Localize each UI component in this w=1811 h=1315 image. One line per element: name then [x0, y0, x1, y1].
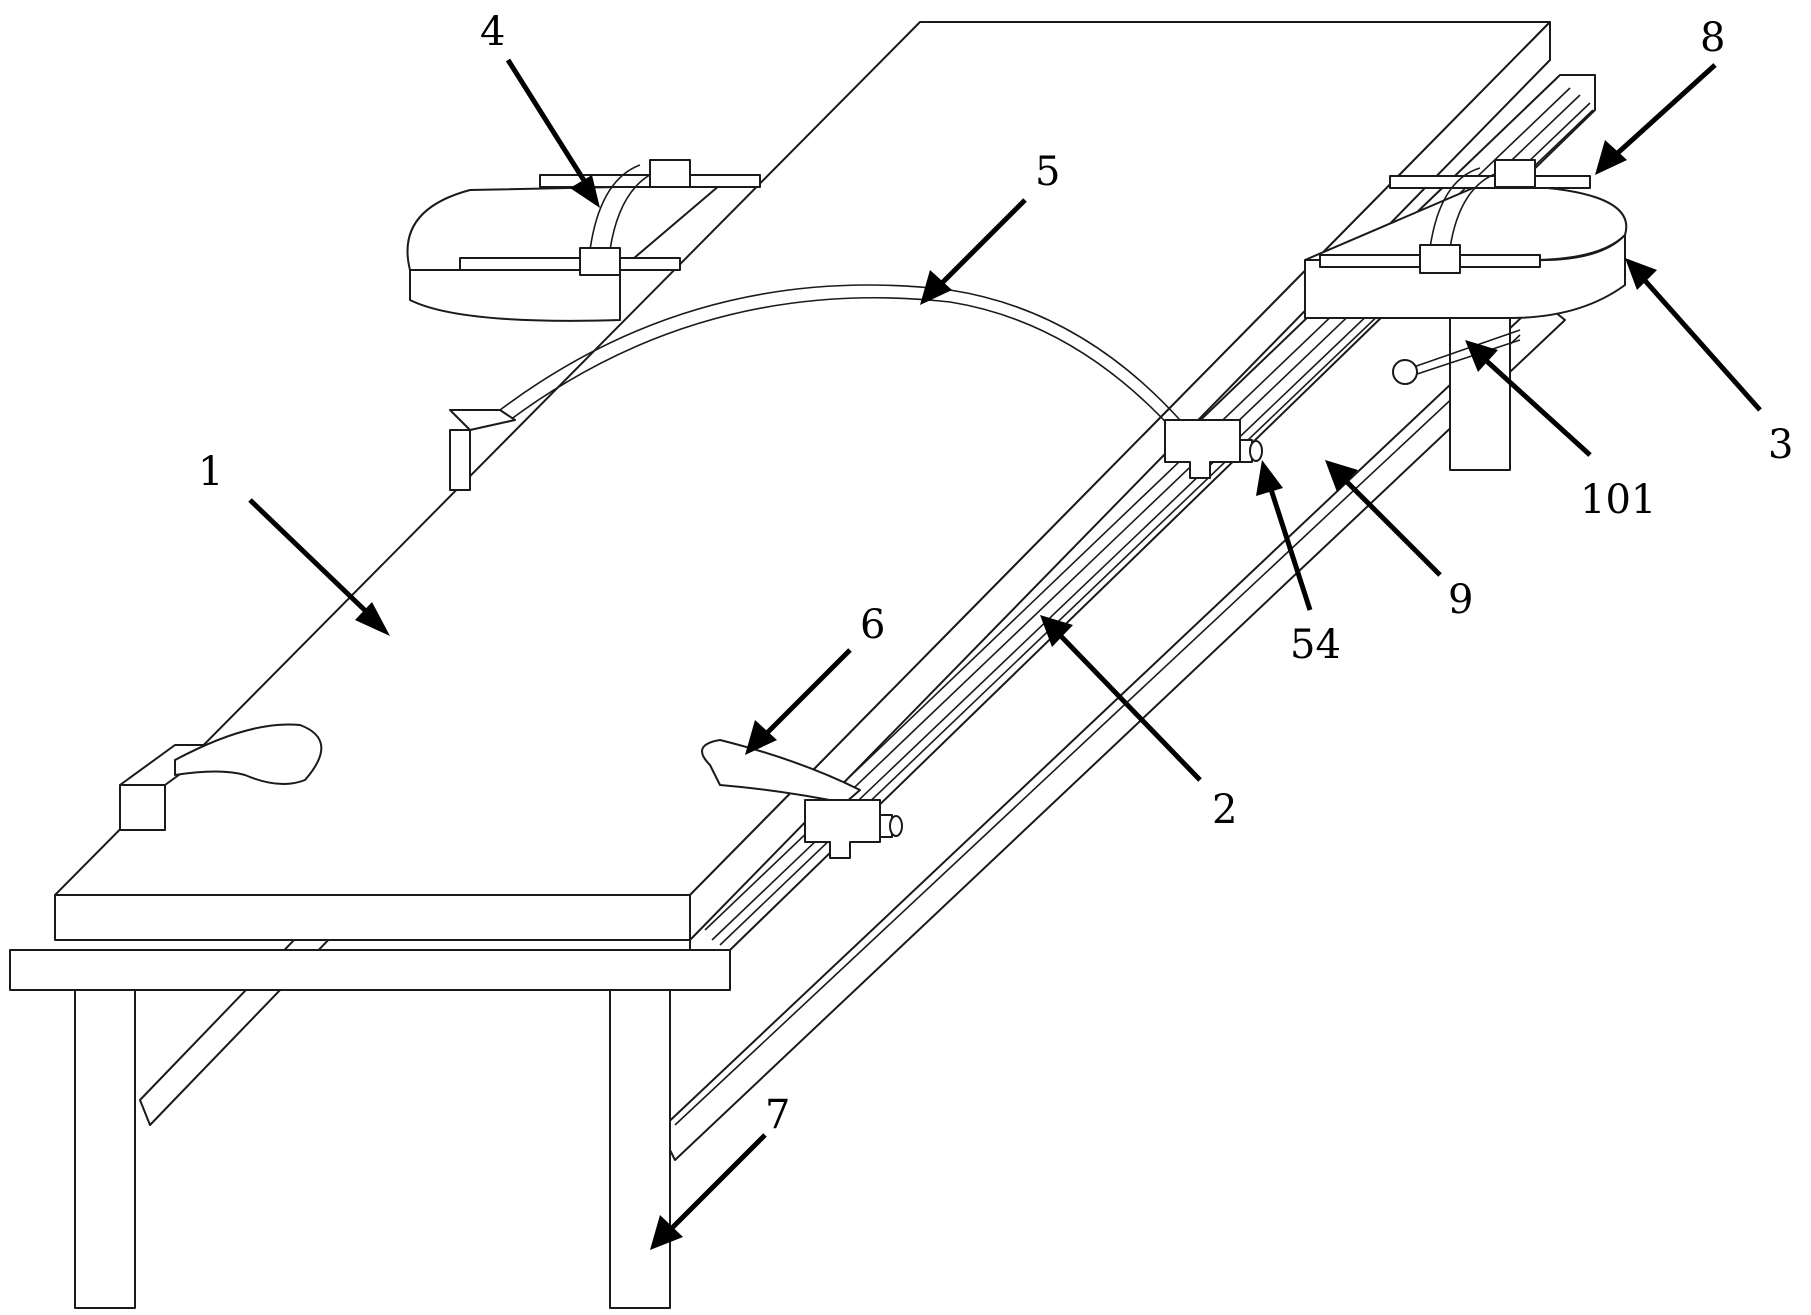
label-7: 7	[765, 1095, 790, 1135]
label-2: 2	[1212, 790, 1237, 830]
front-legs	[75, 990, 670, 1308]
label-101: 101	[1580, 480, 1656, 520]
label-4: 4	[480, 12, 505, 52]
label-9: 9	[1448, 580, 1473, 620]
label-8: 8	[1700, 18, 1725, 58]
rear-leg	[1450, 300, 1510, 470]
label-5: 5	[1035, 152, 1060, 192]
label-6: 6	[860, 605, 885, 645]
bed-board	[55, 22, 1550, 940]
label-1: 1	[198, 452, 223, 492]
label-54: 54	[1290, 625, 1341, 665]
base-frame	[10, 950, 730, 990]
label-3: 3	[1768, 425, 1793, 465]
